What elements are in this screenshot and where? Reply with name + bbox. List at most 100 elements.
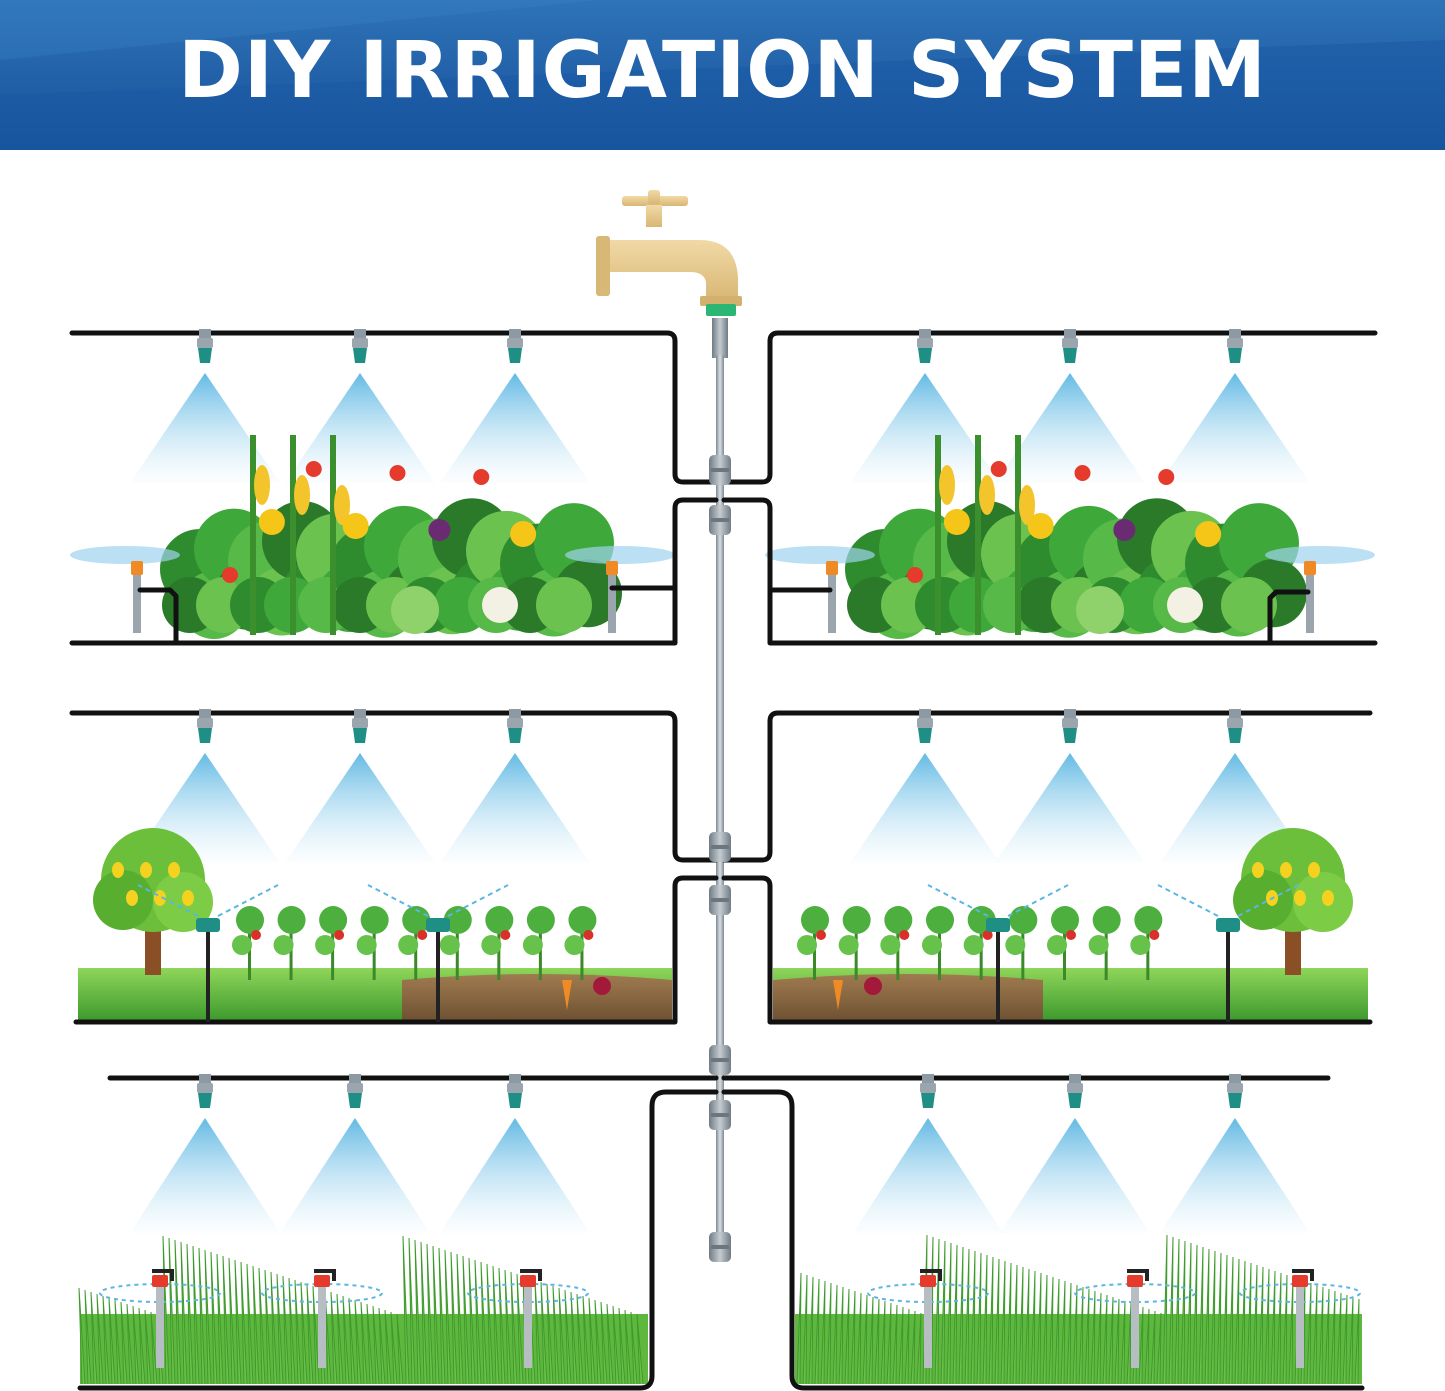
- beet-icon: [864, 977, 882, 995]
- pepper-icon: [1195, 521, 1222, 547]
- pepper-icon: [943, 509, 970, 535]
- spray-cone: [130, 1118, 280, 1233]
- cauliflower-icon: [1167, 587, 1203, 623]
- water-jet: [367, 884, 509, 917]
- drip-line: [69, 710, 719, 863]
- title-banner: DIY IRRIGATION SYSTEM: [0, 0, 1445, 150]
- corn-icon: [294, 475, 310, 515]
- drip-line: [721, 330, 1378, 485]
- spray-cone: [280, 1118, 430, 1233]
- spray-cone: [1160, 1118, 1310, 1233]
- corn-stalk: [935, 435, 941, 635]
- soil-patch: [773, 974, 1043, 1020]
- lawn-illustration: [795, 1234, 1362, 1385]
- mist-nozzle-icon: [347, 1074, 363, 1108]
- berry-icon: [1149, 930, 1160, 940]
- berry-icon: [816, 930, 826, 940]
- mist-nozzle-icon: [920, 1074, 936, 1108]
- vegetable-plants-illustration: [845, 435, 1307, 639]
- mist-nozzle-icon: [1062, 709, 1078, 743]
- mist-cloud: [765, 546, 875, 564]
- mist-nozzle-icon: [917, 329, 933, 363]
- mist-nozzle-icon: [507, 1074, 523, 1108]
- impact-sprinkler-icon: [99, 1269, 221, 1368]
- beet-icon: [593, 977, 611, 995]
- berry-icon: [982, 930, 993, 940]
- impact-sprinkler-icon: [1074, 1269, 1196, 1368]
- corn-stalk: [290, 435, 296, 635]
- tomato-icon: [1074, 465, 1091, 481]
- carrot-icon: [833, 980, 843, 1010]
- spray-cone: [285, 753, 435, 863]
- spray-cone: [1160, 373, 1310, 483]
- eggplant-icon: [428, 519, 451, 541]
- mist-cloud: [1265, 546, 1375, 564]
- stake-sprayer-icon: [1304, 561, 1316, 633]
- corn-stalk: [330, 435, 336, 635]
- impact-sprinkler-icon: [467, 1269, 589, 1368]
- spray-cone: [995, 753, 1145, 863]
- tomato-icon: [990, 461, 1007, 477]
- feed-line: [1267, 589, 1311, 646]
- spray-cone: [995, 373, 1145, 483]
- corn-stalk: [250, 435, 256, 635]
- banner-background: [0, 0, 1445, 150]
- pear-icon: [1280, 862, 1292, 878]
- mist-nozzle-icon: [1227, 329, 1243, 363]
- stake-sprayer-icon: [826, 561, 838, 633]
- vegetable-bed-right: [721, 329, 1378, 646]
- mist-nozzle-icon: [352, 709, 368, 743]
- pear-icon: [126, 890, 138, 906]
- pepper-icon: [342, 513, 369, 539]
- mist-nozzle-icon: [1062, 329, 1078, 363]
- orchard-garden-right: [721, 709, 1373, 1025]
- cabbage-icon: [391, 586, 439, 634]
- page-title: DIY IRRIGATION SYSTEM: [178, 26, 1267, 116]
- rotating-sprinkler-icon: [137, 884, 279, 1022]
- stake-sprayer-icon: [606, 561, 618, 633]
- mist-nozzle-icon: [1067, 1074, 1083, 1108]
- mist-nozzle-icon: [1227, 1074, 1243, 1108]
- tomato-icon: [389, 465, 406, 481]
- impact-sprinkler-icon: [1239, 1269, 1361, 1368]
- garden-plants-illustration: [773, 828, 1368, 1020]
- drip-line: [69, 497, 719, 646]
- mist-nozzle-icon: [917, 709, 933, 743]
- spray-cone: [440, 753, 590, 863]
- water-jet: [1157, 884, 1299, 917]
- pear-icon: [112, 862, 124, 878]
- corn-stalk: [975, 435, 981, 635]
- pear-icon: [1308, 862, 1320, 878]
- soil-patch: [402, 974, 672, 1020]
- pear-icon: [140, 862, 152, 878]
- spray-cone: [130, 373, 280, 483]
- corn-icon: [979, 475, 995, 515]
- drip-line: [721, 875, 1373, 1025]
- corn-icon: [334, 485, 350, 525]
- pepper-icon: [510, 521, 537, 547]
- garden-plants-illustration: [78, 828, 672, 1020]
- vegetable-plants-illustration: [160, 435, 622, 639]
- lawn-left: [77, 1074, 719, 1391]
- water-jet: [137, 884, 279, 917]
- main-supply-pipe: [712, 318, 728, 1255]
- lawn-illustration: [78, 1235, 648, 1385]
- vegetable-bed-left: [69, 329, 719, 646]
- connector-group: [709, 455, 731, 1262]
- mist-cloud: [565, 546, 675, 564]
- impact-sprinkler-icon: [261, 1269, 383, 1368]
- mist-nozzle-icon: [352, 329, 368, 363]
- water-jet: [927, 884, 1069, 917]
- berry-icon: [334, 930, 345, 940]
- pear-icon: [168, 862, 180, 878]
- spray-cone: [1000, 1118, 1150, 1233]
- berry-icon: [500, 930, 511, 940]
- drip-line: [77, 1089, 719, 1391]
- drip-line: [721, 497, 1378, 646]
- drip-line: [73, 875, 719, 1025]
- mist-nozzle-icon: [197, 1074, 213, 1108]
- pear-icon: [1294, 890, 1306, 906]
- tomato-icon: [1158, 469, 1175, 485]
- lawn-right: [721, 1074, 1365, 1391]
- corn-icon: [939, 465, 955, 505]
